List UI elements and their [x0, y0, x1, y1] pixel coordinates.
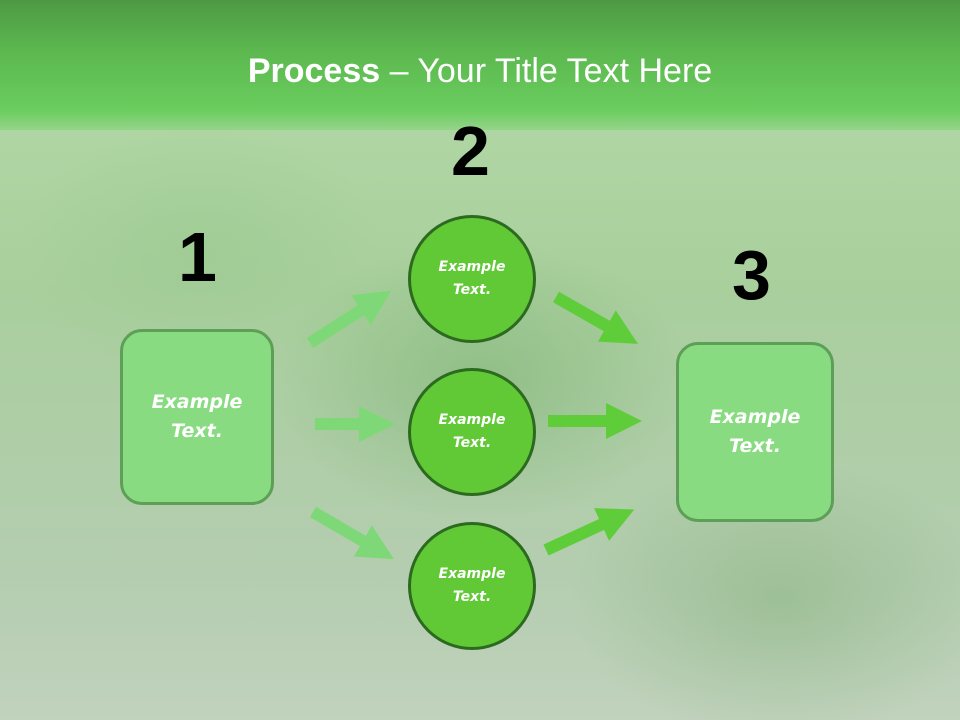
arrow-to-top: [306, 290, 392, 349]
left-box[interactable]: Example Text.: [120, 329, 274, 505]
left-box-text: Example Text.: [151, 391, 243, 442]
circle-bottom[interactable]: Example Text.: [408, 522, 536, 650]
step-number-3: 3: [732, 236, 771, 314]
circle-bottom-text: Example Text.: [438, 566, 506, 605]
arrow-from-top: [553, 291, 639, 344]
title-bold: Process: [247, 52, 381, 90]
arrow-from-bottom: [543, 508, 635, 556]
arrow-to-bottom: [309, 506, 394, 560]
circle-top[interactable]: Example Text.: [408, 215, 536, 343]
circle-middle-text: Example Text.: [438, 412, 506, 451]
circle-middle[interactable]: Example Text.: [408, 368, 536, 496]
step-number-2: 2: [451, 112, 490, 190]
title-rest: – Your Title Text Here: [380, 52, 713, 90]
circle-top-text: Example Text.: [438, 259, 506, 298]
right-box[interactable]: Example Text.: [676, 342, 834, 522]
slide-title: Process – Your Title Text Here: [0, 52, 960, 91]
step-number-1: 1: [178, 218, 217, 296]
title-band: [0, 0, 960, 130]
right-box-text: Example Text.: [709, 406, 801, 457]
